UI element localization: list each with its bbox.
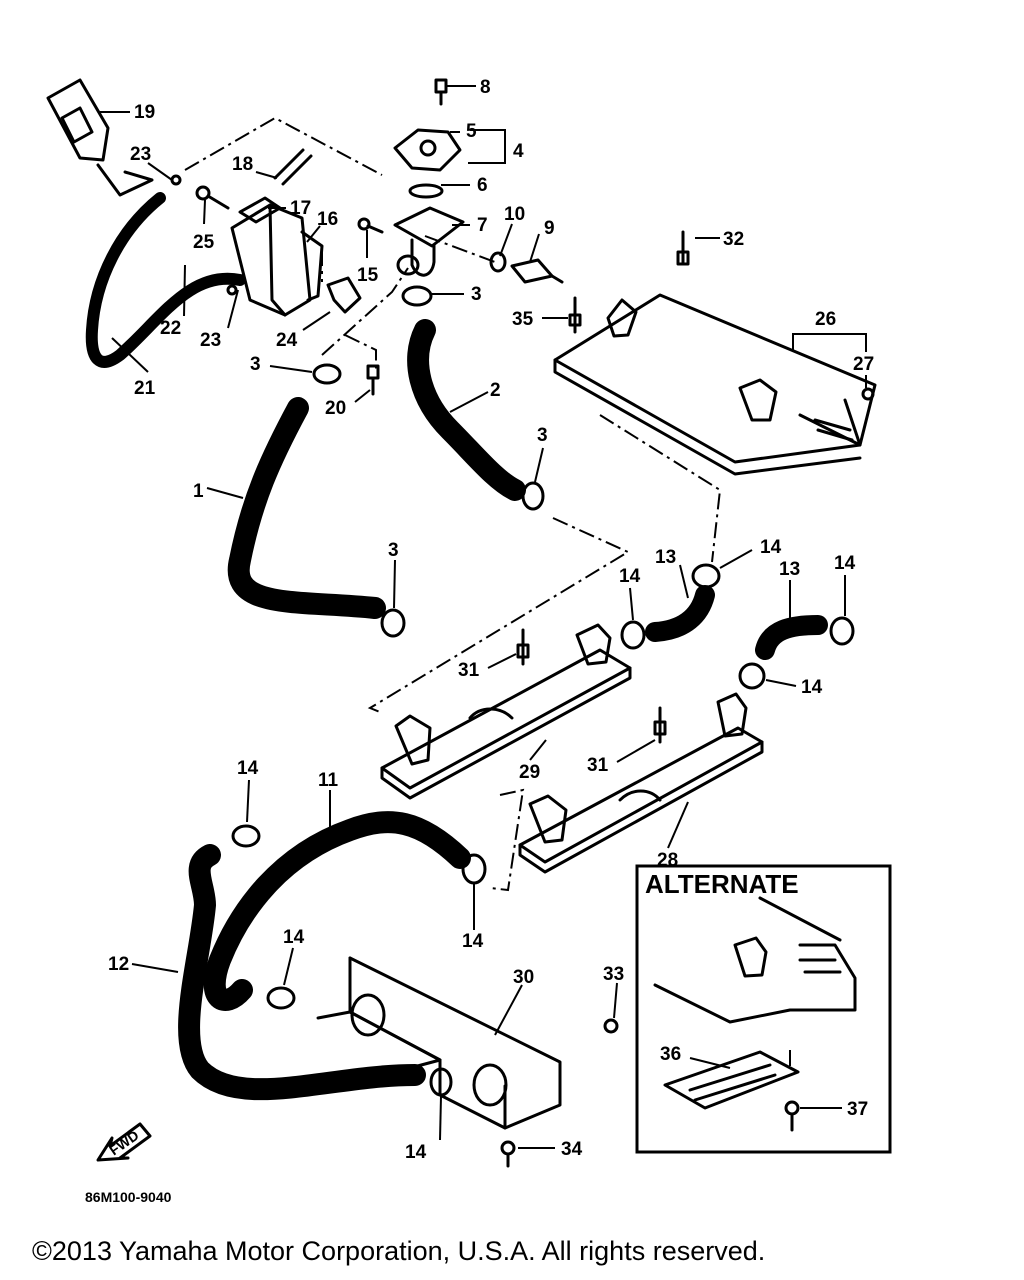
part-label-22: 22 <box>160 318 181 339</box>
part-label-1: 1 <box>193 481 204 502</box>
part-label-14: 14 <box>834 553 856 574</box>
part-label-33: 33 <box>603 964 624 985</box>
overflow-hose-21-22 <box>85 192 246 368</box>
bolt-8 <box>434 78 448 106</box>
hose-12 <box>178 844 426 1101</box>
fwd-arrow-icon: FWD <box>96 1122 152 1162</box>
part-label-37: 37 <box>847 1099 868 1120</box>
part-label-6: 6 <box>477 175 488 196</box>
part-label-30: 30 <box>513 967 534 988</box>
leader-lines <box>100 85 867 1149</box>
temperature-sensor-9 <box>510 258 564 284</box>
part-label-15: 15 <box>357 265 379 286</box>
radiator-28 <box>518 692 764 874</box>
holder-24 <box>326 276 362 314</box>
part-number-labels: 1 2 3 3 3 3 4 5 6 7 8 9 10 11 12 13 13 1… <box>108 77 874 1163</box>
part-label-2: 2 <box>490 380 501 401</box>
hose-13-left <box>645 585 715 642</box>
part-label-23: 23 <box>200 330 221 351</box>
part-label-3: 3 <box>471 284 482 305</box>
part-label-19: 19 <box>134 102 155 123</box>
breather-pipe-18 <box>273 148 313 186</box>
part-label-25: 25 <box>193 232 215 253</box>
part-label-11: 11 <box>318 770 339 791</box>
washer-10 <box>489 251 507 273</box>
alternate-title: ALTERNATE <box>645 869 799 899</box>
screw-25 <box>195 185 230 210</box>
part-label-35: 35 <box>512 309 534 330</box>
part-label-20: 20 <box>325 398 346 419</box>
part-label-24: 24 <box>276 330 298 351</box>
filler-neck-7 <box>393 206 465 277</box>
part-label-13: 13 <box>779 559 800 580</box>
part-label-10: 10 <box>504 204 525 225</box>
copyright-notice: ©2013 Yamaha Motor Corporation, U.S.A. A… <box>32 1236 766 1266</box>
bracket-19 <box>46 78 154 197</box>
bolt-33 <box>603 1018 619 1034</box>
hose-11 <box>203 811 471 1011</box>
hose-1 <box>227 397 386 619</box>
part-label-28: 28 <box>657 850 678 871</box>
part-label-32: 32 <box>723 229 744 250</box>
reference-lines <box>184 116 722 892</box>
part-label-12: 12 <box>108 954 129 975</box>
alternate-inset: ALTERNATE <box>635 864 892 1154</box>
part-label-26: 26 <box>815 309 836 330</box>
bolt-31-upper <box>516 628 530 666</box>
part-label-21: 21 <box>134 378 156 399</box>
part-label-14: 14 <box>283 927 305 948</box>
bolt-35 <box>568 296 582 334</box>
part-label-7: 7 <box>477 215 488 236</box>
part-label-14: 14 <box>237 758 259 779</box>
part-label-17: 17 <box>290 198 311 219</box>
radiator-26 <box>553 293 877 476</box>
band-23-bottom <box>226 284 238 296</box>
bolt-34 <box>500 1140 516 1168</box>
part-label-3: 3 <box>250 354 261 375</box>
part-label-31: 31 <box>458 660 480 681</box>
part-label-14: 14 <box>619 566 641 587</box>
part-label-31: 31 <box>587 755 609 776</box>
bolt-20 <box>366 364 380 396</box>
bolt-31-lower <box>653 706 667 744</box>
part-label-16: 16 <box>317 209 338 230</box>
screw-15 <box>357 217 384 234</box>
bolt-27 <box>861 387 875 401</box>
hose-13-right <box>755 615 828 660</box>
cap-seal-6 <box>408 183 444 199</box>
reservoir-tank-16 <box>230 203 324 317</box>
band-23-top <box>170 174 182 186</box>
hose-clamps <box>231 285 855 1097</box>
radiator-29 <box>380 623 632 800</box>
bolt-37 <box>784 1100 800 1132</box>
part-label-36: 36 <box>660 1044 681 1065</box>
part-label-23: 23 <box>130 144 151 165</box>
part-label-3: 3 <box>537 425 548 446</box>
bolt-32 <box>676 230 690 266</box>
hose-2 <box>407 319 526 501</box>
radiator-cap-5 <box>393 128 462 172</box>
part-label-4: 4 <box>513 141 524 162</box>
part-label-14: 14 <box>801 677 823 698</box>
part-label-14: 14 <box>462 931 484 952</box>
part-label-18: 18 <box>232 154 253 175</box>
part-label-13: 13 <box>655 547 676 568</box>
part-label-9: 9 <box>544 218 555 239</box>
part-label-29: 29 <box>519 762 540 783</box>
part-label-8: 8 <box>480 77 491 98</box>
part-label-3: 3 <box>388 540 399 561</box>
part-label-14: 14 <box>405 1142 427 1163</box>
part-label-27: 27 <box>853 354 874 375</box>
part-label-14: 14 <box>760 537 782 558</box>
radiator-30 <box>316 956 562 1130</box>
drawing-code: 86M100-9040 <box>85 1189 172 1205</box>
part-label-34: 34 <box>561 1139 583 1160</box>
part-label-5: 5 <box>466 121 477 142</box>
